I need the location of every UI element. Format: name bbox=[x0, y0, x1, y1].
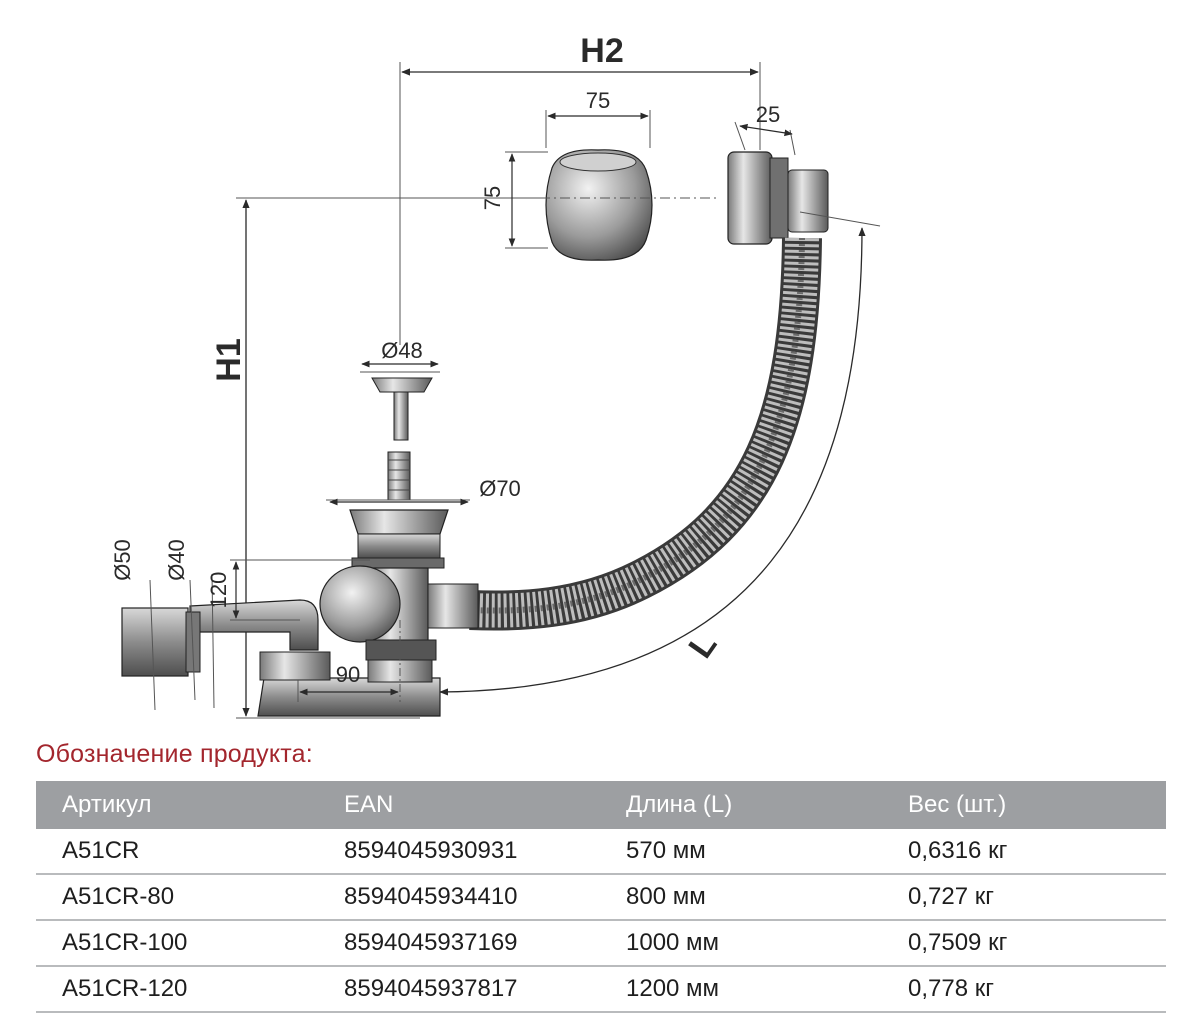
overflow-knob: 75 75 bbox=[480, 88, 720, 261]
siphon-trap bbox=[189, 565, 479, 717]
outlet-50-label: Ø50 bbox=[110, 539, 135, 581]
cell-ean: 8594045934410 bbox=[344, 874, 626, 921]
outlet-pipe: Ø50 Ø40 120 bbox=[110, 539, 370, 711]
cell-length: 1000 мм bbox=[626, 920, 908, 967]
cell-weight: 0,778 кг bbox=[908, 966, 1166, 1013]
cell-ean: 8594045930931 bbox=[344, 829, 626, 875]
corrugated-hose bbox=[469, 237, 822, 631]
knob-height-label: 75 bbox=[480, 186, 505, 210]
table-row: A51CR 8594045930931 570 мм 0,6316 кг bbox=[36, 829, 1166, 875]
flange-diameter-label: Ø70 bbox=[479, 476, 521, 501]
trap-height-label: 120 bbox=[206, 572, 231, 609]
column-header-ean: EAN bbox=[344, 781, 626, 829]
column-header-length: Длина (L) bbox=[626, 781, 908, 829]
knob-width-label: 75 bbox=[586, 88, 610, 113]
cell-weight: 0,6316 кг bbox=[908, 829, 1166, 875]
cell-length: 570 мм bbox=[626, 829, 908, 875]
drain-flange: Ø70 bbox=[326, 476, 521, 569]
table-row: A51CR-80 8594045934410 800 мм 0,727 кг bbox=[36, 874, 1166, 921]
cell-article: A51CR bbox=[36, 829, 344, 875]
table-row: A51CR-100 8594045937169 1000 мм 0,7509 к… bbox=[36, 920, 1166, 967]
cell-ean: 8594045937817 bbox=[344, 966, 626, 1013]
table-row: A51CR-120 8594045937817 1200 мм 0,778 кг bbox=[36, 966, 1166, 1013]
product-heading: Обозначение продукта: bbox=[36, 740, 313, 768]
column-header-weight: Вес (шт.) bbox=[908, 781, 1166, 829]
cell-length: 1200 мм bbox=[626, 966, 908, 1013]
cell-article: A51CR-120 bbox=[36, 966, 344, 1013]
cell-ean: 8594045937169 bbox=[344, 920, 626, 967]
plug-stopper: Ø48 bbox=[360, 338, 440, 501]
h1-label: H1 bbox=[210, 338, 248, 381]
h2-label: H2 bbox=[580, 32, 623, 70]
cell-article: A51CR-80 bbox=[36, 874, 344, 921]
l-label: L bbox=[681, 626, 724, 665]
overflow-fitting: 25 bbox=[727, 102, 881, 245]
overflow-depth-label: 25 bbox=[756, 102, 780, 127]
h2-dimension: H2 bbox=[399, 32, 761, 345]
outlet-40-label: Ø40 bbox=[164, 539, 189, 581]
table-header-row: Артикул EAN Длина (L) Вес (шт.) bbox=[36, 781, 1166, 829]
plug-diameter-label: Ø48 bbox=[381, 338, 423, 363]
cell-weight: 0,727 кг bbox=[908, 874, 1166, 921]
cell-weight: 0,7509 кг bbox=[908, 920, 1166, 967]
trap-offset-label: 90 bbox=[336, 662, 360, 687]
product-table: Артикул EAN Длина (L) Вес (шт.) A51CR 85… bbox=[36, 781, 1166, 1013]
cell-article: A51CR-100 bbox=[36, 920, 344, 967]
cell-length: 800 мм bbox=[626, 874, 908, 921]
bath-drain-diagram: H2 H1 75 75 25 bbox=[110, 32, 881, 719]
trap-offset-dimension: 90 bbox=[297, 620, 401, 702]
column-header-article: Артикул bbox=[36, 781, 344, 829]
